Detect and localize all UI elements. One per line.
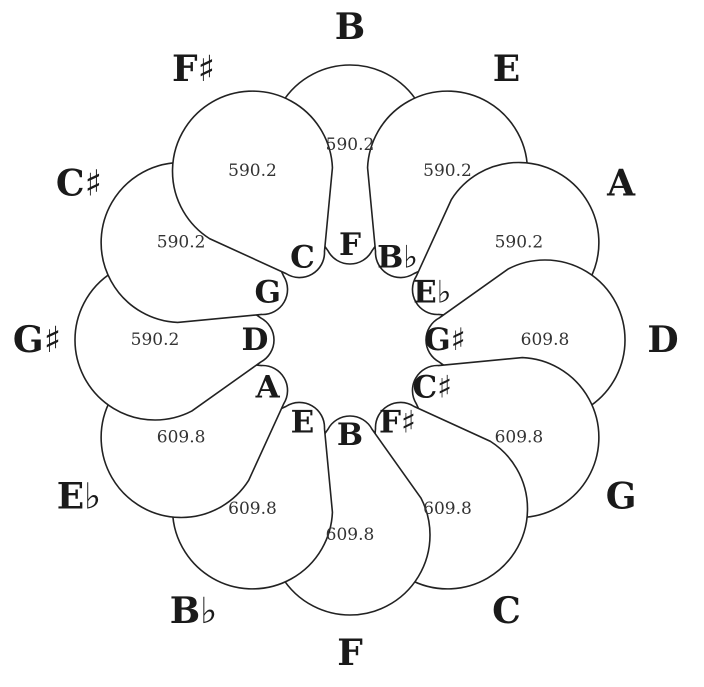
petal-layer	[74, 64, 626, 616]
outer-note-g: G	[606, 476, 637, 518]
outer-note-g-sharp: G♯	[13, 319, 61, 361]
inner-note-e-flat: E♭	[413, 275, 451, 311]
outer-note-d: D	[647, 319, 678, 361]
interval-value: 590.2	[326, 135, 375, 155]
outer-note-c-sharp: C♯	[56, 163, 102, 205]
inner-note-g: G	[254, 275, 280, 311]
petal-f-sharp	[171, 90, 334, 279]
inner-note-b: B	[337, 417, 363, 453]
interval-value: 609.8	[521, 330, 570, 350]
interval-value: 609.8	[423, 499, 472, 519]
outer-note-f: F	[337, 632, 363, 674]
inner-note-b-flat: B♭	[377, 240, 418, 276]
interval-value: 590.2	[157, 233, 206, 253]
outer-note-a: A	[606, 163, 636, 205]
interval-value: 590.2	[495, 233, 544, 253]
outer-note-b-flat: B♭	[170, 590, 217, 632]
inner-note-f: F	[339, 227, 361, 263]
inner-note-c: C	[290, 240, 315, 276]
outer-note-b: B	[335, 6, 365, 48]
inner-note-c-sharp: C♯	[412, 370, 452, 406]
outer-note-f-sharp: F♯	[172, 48, 215, 90]
inner-note-g-sharp: G♯	[424, 322, 465, 358]
interval-value: 609.8	[326, 525, 375, 545]
outer-note-c: C	[492, 590, 521, 632]
interval-value: 590.2	[423, 161, 472, 181]
interval-value: 590.2	[131, 330, 180, 350]
inner-note-f-sharp: F♯	[379, 404, 416, 440]
interval-value: 590.2	[228, 161, 277, 181]
outer-note-e: E	[493, 48, 520, 90]
outer-note-e-flat: E♭	[57, 476, 101, 518]
inner-note-e: E	[291, 404, 315, 440]
label-layer: B590.2FE590.2B♭A590.2E♭D609.8G♯G609.8C♯C…	[13, 6, 679, 674]
interval-value: 609.8	[228, 499, 277, 519]
interval-value: 609.8	[495, 428, 544, 448]
interval-value: 609.8	[157, 428, 206, 448]
inner-note-d: D	[242, 322, 269, 358]
inner-note-a: A	[255, 370, 281, 406]
